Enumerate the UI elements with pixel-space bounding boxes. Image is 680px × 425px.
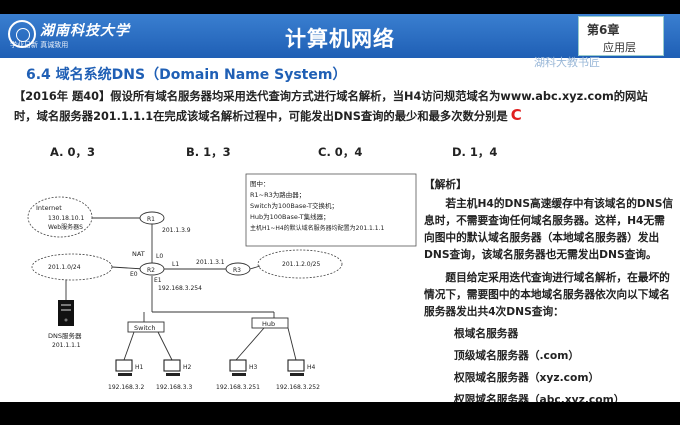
host-h3-ip: 192.168.3.251	[216, 384, 260, 391]
section-title: 6.4 域名系统DNS（Domain Name System）	[26, 67, 347, 83]
e1-label: E1	[154, 277, 162, 284]
web-server-label: Web服务器S	[48, 223, 83, 231]
switch-label: Switch	[134, 324, 156, 332]
legend-box	[245, 173, 417, 247]
router-r2-label: R2	[147, 267, 155, 274]
network-links	[65, 217, 297, 361]
legend-line-3: Hub为100Base-T集线器；	[250, 212, 330, 221]
dns-server-ip: 201.1.1.1	[52, 342, 81, 349]
query-item-xyz: 权限域名服务器（xyz.com）	[454, 371, 600, 384]
right-cloud-label: 201.1.2.0/25	[282, 261, 320, 268]
legend-line-2: Switch为100Base-T交换机；	[250, 201, 338, 210]
left-network-cloud	[31, 253, 113, 281]
internet-label: Internet	[36, 204, 62, 212]
legend-line-4: 主机H1~H4的默认域名服务器均配置为201.1.1.1	[250, 224, 384, 232]
legend-title: 图中：	[250, 179, 270, 188]
l1-label: L1	[172, 261, 179, 268]
host-h2-icon	[163, 359, 181, 376]
query-item-tld: 顶级域名服务器（.com）	[454, 349, 580, 362]
explanation: 【解析】 若主机H4的DNS高速缓存中有该域名的DNS信息时，不需要查询任何域名…	[424, 176, 674, 402]
explanation-title: 【解析】	[424, 178, 467, 191]
web-server-ip: 130.18.10.1	[48, 215, 84, 222]
chapter-box: 第6章 应用层	[578, 16, 664, 56]
dns-server-label: DNS服务器	[48, 331, 82, 340]
logo-motto: 学业日新 真诚致用	[10, 41, 69, 49]
router-r3-label: R3	[233, 267, 241, 274]
query-item-root: 根域名服务器	[454, 327, 519, 340]
router-r2-icon	[139, 262, 165, 276]
host-h2-label: H2	[183, 364, 192, 371]
university-logo: 湖南科技大学 学业日新 真诚致用	[8, 18, 129, 52]
e1-ip: 192.168.3.254	[158, 285, 202, 292]
watermark: 湖科大教书匠	[534, 56, 600, 69]
router-r1-icon	[139, 211, 165, 225]
host-h1-label: H1	[135, 364, 144, 371]
host-h4-label: H4	[307, 364, 316, 371]
slide: 湖南科技大学 学业日新 真诚致用 计算机网络 第6章 应用层 湖科大教书匠 6.…	[0, 14, 680, 402]
option-c: C. 0，4	[318, 145, 363, 159]
network-diagram: 图中： R1~R3为路由器； Switch为100Base-T交换机； Hub为…	[27, 173, 417, 391]
r2-r3-net: 201.1.3.1	[196, 259, 225, 266]
legend-line-1: R1~R3为路由器；	[250, 190, 305, 199]
logo-name: 湖南科技大学	[40, 23, 130, 39]
option-d: D. 1，4	[452, 145, 498, 159]
chapter-number: 第6章	[587, 23, 620, 37]
query-item-abc: 权限域名服务器（abc.xyz.com）	[454, 393, 625, 402]
host-h4-ip: 192.168.3.252	[276, 384, 320, 391]
course-title: 计算机网络	[285, 27, 395, 51]
nat-label: NAT	[132, 250, 145, 258]
hub-label: Hub	[262, 320, 275, 328]
option-a: A. 0，3	[50, 145, 95, 159]
answer-letter: C	[510, 106, 522, 124]
host-h1-ip: 192.168.3.2	[108, 384, 144, 391]
internet-cloud	[27, 196, 93, 238]
option-b: B. 1，3	[186, 145, 231, 159]
explanation-p1: 若主机H4的DNS高速缓存中有该域名的DNS信息时，不需要查询任何域名服务器。这…	[424, 197, 674, 261]
l0-label: L0	[156, 253, 163, 260]
switch-icon	[127, 321, 165, 333]
chapter-name: 应用层	[603, 41, 636, 54]
hub-icon	[251, 317, 289, 329]
explanation-p2: 题目给定采用迭代查询进行域名解析，在最坏的情况下，需要图中的本地域名服务器依次向…	[424, 271, 670, 318]
left-cloud-label: 201.1.0/24	[48, 264, 81, 271]
e0-label: E0	[130, 271, 138, 278]
host-h4-icon	[287, 359, 305, 376]
router-r1-label: R1	[147, 216, 155, 223]
r1-r2-net: 201.1.3.9	[162, 227, 191, 234]
host-h1-icon	[115, 359, 133, 376]
university-seal-icon	[8, 20, 36, 48]
dns-server-icon	[58, 300, 74, 326]
question-text: 【2016年 题40】假设所有域名服务器均采用迭代查询方式进行域名解析，当H4访…	[14, 90, 648, 123]
question: 【2016年 题40】假设所有域名服务器均采用迭代查询方式进行域名解析，当H4访…	[14, 88, 666, 126]
host-h3-icon	[229, 359, 247, 376]
host-h3-label: H3	[249, 364, 258, 371]
slide-header: 湖南科技大学 学业日新 真诚致用 计算机网络 第6章 应用层	[0, 14, 680, 58]
host-h2-ip: 192.168.3.3	[156, 384, 192, 391]
right-network-cloud	[257, 249, 343, 279]
